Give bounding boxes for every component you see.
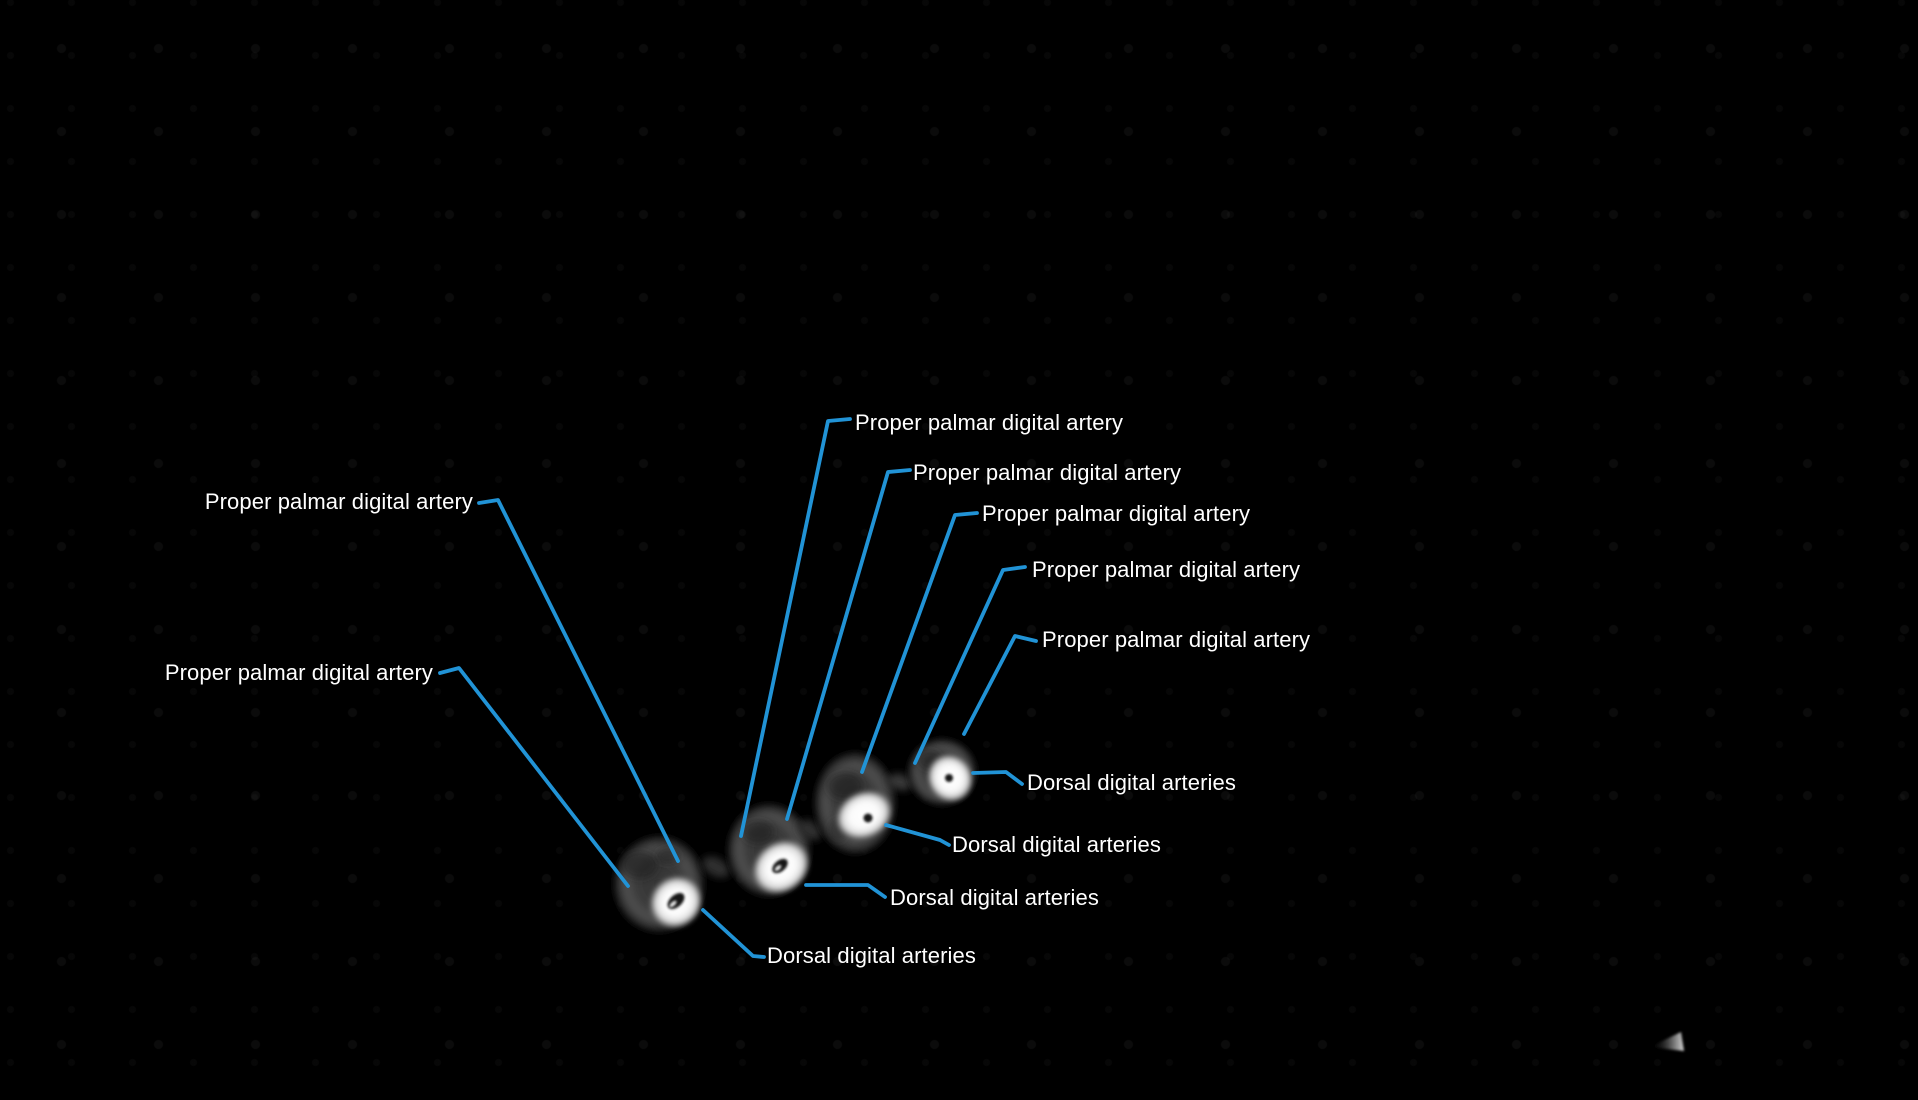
leader-line-proper-palmar-right-2 — [785, 468, 912, 821]
leader-line-dorsal-3 — [804, 883, 887, 899]
label-proper-palmar-digital-artery-4: Proper palmar digital artery — [913, 460, 1182, 485]
finger-cross-section-2 — [724, 800, 814, 900]
label-dorsal-digital-arteries-2: Dorsal digital arteries — [952, 832, 1161, 857]
finger-cross-section-4 — [905, 736, 979, 808]
finger-cross-section-3 — [811, 748, 899, 858]
label-proper-palmar-digital-artery-1: Proper palmar digital artery — [204, 489, 473, 514]
label-proper-palmar-digital-artery-2: Proper palmar digital artery — [164, 660, 433, 685]
label-proper-palmar-digital-artery-7: Proper palmar digital artery — [1042, 627, 1311, 652]
label-proper-palmar-digital-artery-5: Proper palmar digital artery — [982, 501, 1251, 526]
label-dorsal-digital-arteries-4: Dorsal digital arteries — [767, 943, 976, 968]
leader-line-proper-palmar-right-3 — [860, 511, 979, 774]
leader-line-dorsal-4 — [701, 908, 766, 959]
leader-line-proper-palmar-right-5 — [962, 634, 1038, 736]
leader-line-dorsal-2 — [884, 823, 951, 847]
finger-cross-section-1 — [610, 832, 708, 936]
label-proper-palmar-digital-artery-6: Proper palmar digital artery — [1032, 557, 1301, 582]
leader-line-proper-palmar-left-1 — [477, 498, 680, 863]
image-artifact-wedge — [1650, 1032, 1684, 1051]
leader-line-proper-palmar-right-4 — [913, 565, 1027, 765]
label-proper-palmar-digital-artery-3: Proper palmar digital artery — [855, 410, 1124, 435]
leader-line-proper-palmar-right-1 — [739, 417, 852, 838]
leader-line-proper-palmar-left-2 — [438, 666, 630, 888]
label-dorsal-digital-arteries-1: Dorsal digital arteries — [1027, 770, 1236, 795]
finger-bridge-1-2 — [702, 856, 730, 878]
leader-line-dorsal-1 — [971, 770, 1024, 786]
label-dorsal-digital-arteries-3: Dorsal digital arteries — [890, 885, 1099, 910]
